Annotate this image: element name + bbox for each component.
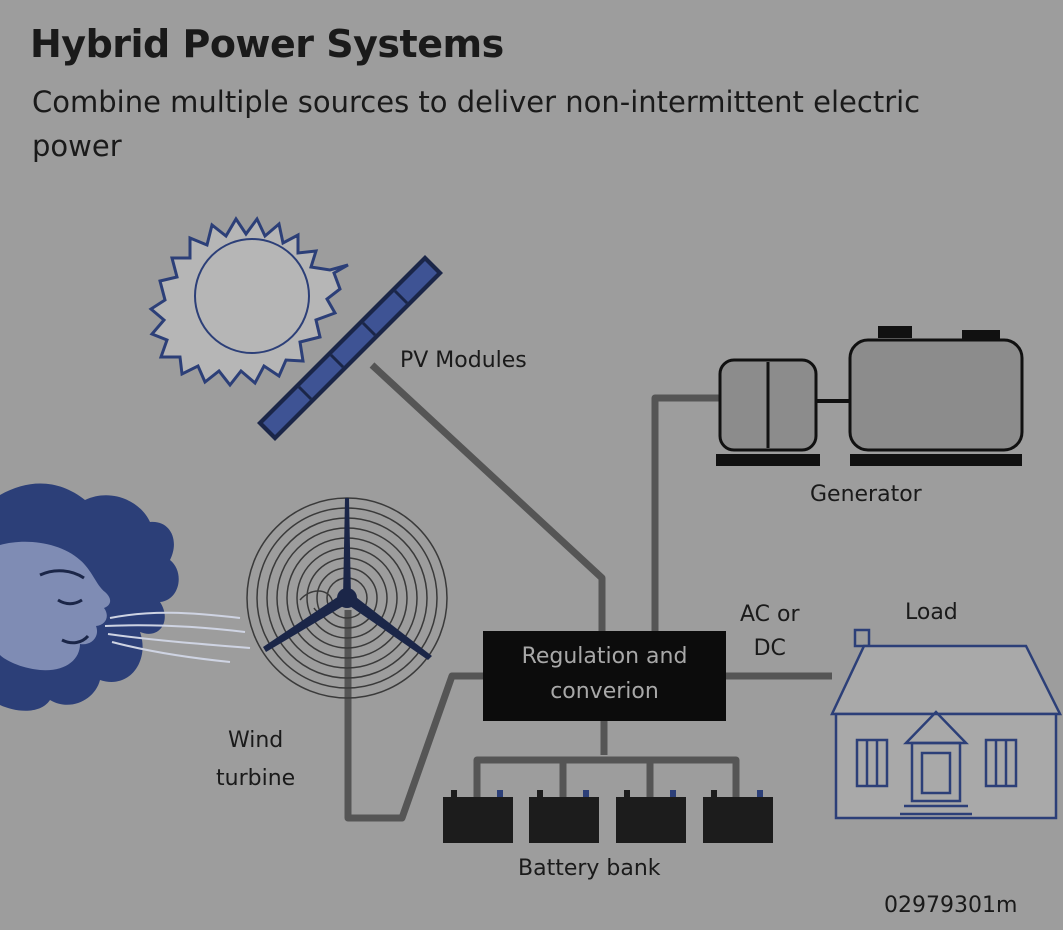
wind-turbine-icon [246,497,448,699]
generator-body-base [850,454,1022,466]
battery-terminal [451,790,457,797]
panel-divider [361,321,377,337]
house-porch [910,741,962,803]
ac-dc-label: AC or DC [740,598,800,666]
generator-label: Generator [810,482,922,507]
house-door [920,751,952,795]
generator-engine-base [716,454,820,466]
load-label: Load [905,600,958,625]
sun-core [194,238,310,354]
generator-vent-right [962,330,1000,340]
wind-face-icon [0,483,251,711]
turbine-hub [337,588,357,608]
battery-icon [443,790,513,843]
battery-icon [529,790,599,843]
generator-to-regulation-line [651,394,720,631]
regulation-box: Regulation and converion [483,631,726,721]
turbine-blade-top [343,498,351,598]
battery-bus-line [473,756,740,798]
battery-bank-label: Battery bank [518,856,661,881]
turbine-blade-right [344,594,432,660]
connection-lines [344,362,832,822]
solar-panel-icon [257,255,443,441]
diagram-title: Hybrid Power Systems [30,22,504,66]
generator-icon [716,326,1024,466]
ac-dc-label-line: AC or [740,602,800,627]
battery-terminal [583,790,589,797]
battery-terminal [624,790,630,797]
panel-divider [393,289,409,305]
battery-case [616,797,686,843]
house-chimney [853,628,871,648]
ac-dc-label-line: DC [753,636,786,661]
battery-case [529,797,599,843]
sun-icon [148,216,349,388]
panel-divider [329,353,345,369]
battery-case [443,797,513,843]
battery-terminal [537,790,543,797]
wind-streak [107,633,251,649]
regulation-label: Regulation and converion [483,639,726,709]
wind-face-skin [0,541,111,671]
turbine-blades [263,498,432,660]
battery-case [703,797,773,843]
battery-terminal [711,790,717,797]
diagram-subtitle: Combine multiple sources to deliver non-… [32,85,921,163]
solar-panel-face [263,261,437,435]
regulation-label-line: converion [550,679,659,704]
battery-bank-icons [443,790,773,843]
house-roof [830,644,1063,716]
turbine-blade-left [263,594,350,652]
battery-terminal [757,790,763,797]
wind-streaks [104,611,251,663]
wind-streak [109,611,241,619]
wind-streak [111,641,231,663]
generator-vent-left [878,326,912,338]
house-window-right [984,738,1018,788]
regulation-label-line: Regulation and [521,644,688,669]
house-wall [834,712,1058,820]
wind-turbine-label: Wind turbine [216,722,295,798]
battery-icon [616,790,686,843]
house-window-left [855,738,889,788]
wind-streak [104,624,246,633]
wind-turbine-label-line: turbine [216,766,296,791]
generator-body [848,338,1024,452]
battery-terminal [670,790,676,797]
pv-to-regulation-line [369,362,606,631]
image-code: 02979301m [884,893,1018,918]
wind-face-features [39,569,90,645]
pv-modules-label: PV Modules [400,348,527,373]
battery-icon [703,790,773,843]
battery-terminal [497,790,503,797]
panel-divider [297,385,313,401]
wind-to-regulation-line [344,610,483,822]
wind-turbine-label-line: Wind [227,728,284,753]
house-icon [830,628,1063,820]
